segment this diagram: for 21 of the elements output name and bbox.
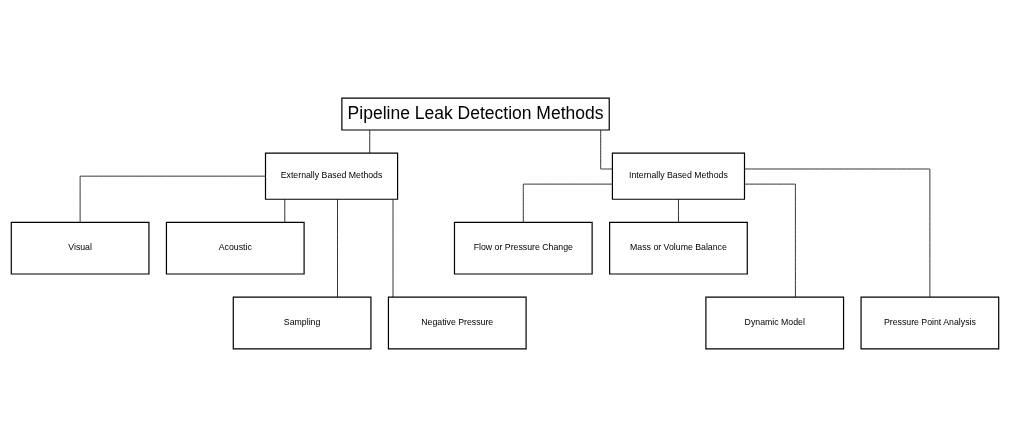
node-box: Flow or Pressure Change xyxy=(453,221,593,275)
node-box: Sampling xyxy=(232,296,372,349)
node-box: Pipeline Leak Detection Methods xyxy=(341,97,610,131)
connector xyxy=(284,198,286,223)
node-box: Acoustic xyxy=(165,221,305,275)
connector xyxy=(392,198,394,297)
connector xyxy=(744,183,796,297)
connector xyxy=(678,198,679,223)
node-box: Pressure Point Analysis xyxy=(860,296,1000,349)
node-box: Negative Pressure xyxy=(387,296,527,349)
node-box: Externally Based Methods xyxy=(264,152,399,200)
node-box: Mass or Volume Balance xyxy=(609,221,748,275)
connector xyxy=(79,175,266,223)
connector xyxy=(369,129,371,153)
connector xyxy=(600,129,613,169)
node-box: Internally Based Methods xyxy=(611,152,746,200)
node-box: Visual xyxy=(10,221,150,275)
connector xyxy=(337,198,338,297)
connector xyxy=(522,183,613,222)
connector xyxy=(744,168,931,297)
node-box: Dynamic Model xyxy=(705,296,845,349)
